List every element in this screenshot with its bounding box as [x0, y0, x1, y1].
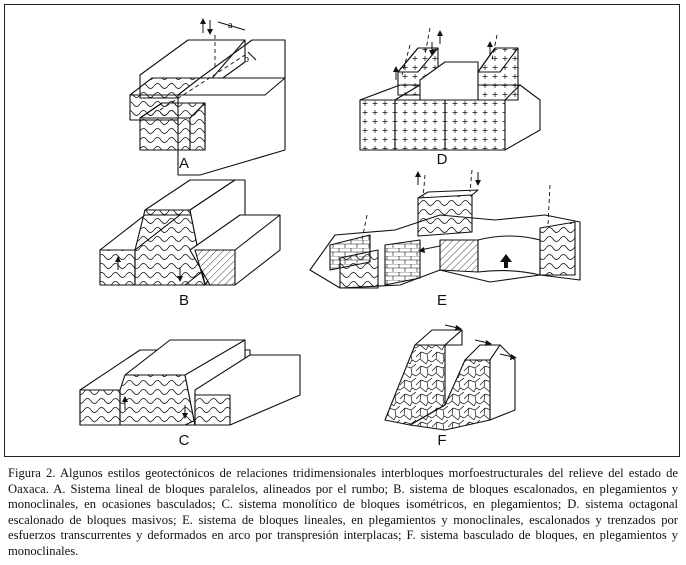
diagram-a: a b — [129, 18, 286, 176]
panel-label-c: C — [178, 432, 190, 449]
panel-label-b: B — [178, 292, 189, 309]
block-diagrams: a b — [79, 18, 581, 431]
marker-a: a — [228, 20, 233, 31]
panel-label-f: F — [437, 432, 447, 449]
figure-caption: Figura 2. Algunos estilos geotectónicos … — [8, 466, 678, 558]
marker-b: b — [244, 54, 249, 65]
diagram-e — [309, 169, 581, 289]
panel-label-a: A — [178, 155, 189, 172]
figure-frame — [4, 4, 680, 457]
diagram-f — [384, 324, 517, 431]
diagram-b — [99, 179, 281, 286]
panel-label-e: E — [436, 292, 447, 309]
panel-label-d: D — [436, 151, 448, 168]
diagram-c — [79, 339, 301, 426]
diagram-d — [359, 27, 541, 151]
